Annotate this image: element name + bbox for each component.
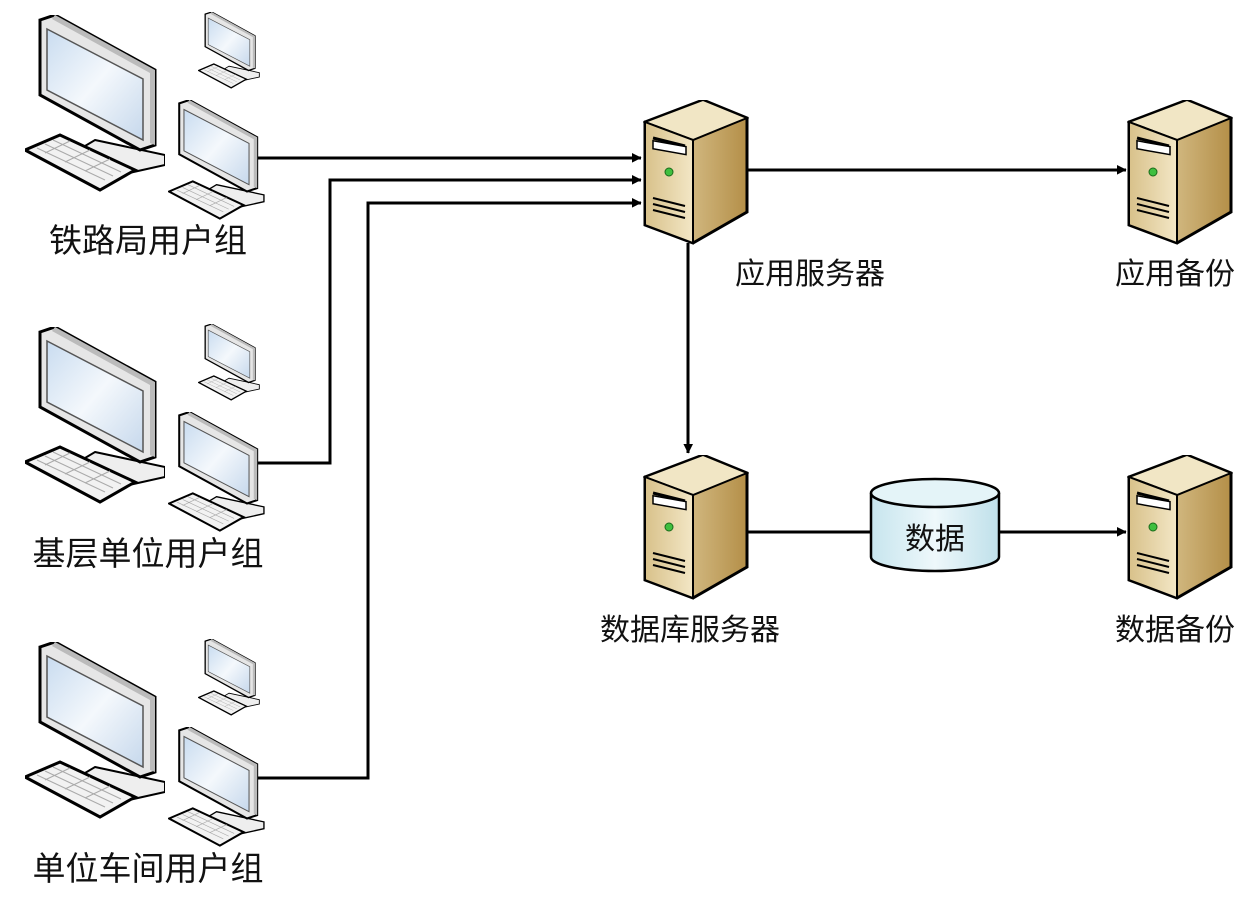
data-store-label: 数据 [905, 522, 965, 557]
server-icon [643, 100, 749, 245]
desktop-computer-icon [168, 100, 265, 220]
user-group-unit-workshop: 单位车间用户组 [25, 639, 265, 888]
server-icon [643, 455, 749, 600]
db-server: 数据库服务器 [600, 455, 780, 648]
desktop-computer-icon [25, 327, 165, 504]
connector-arrow [258, 180, 641, 465]
server-label: 数据库服务器 [600, 613, 780, 648]
database-icon [869, 493, 1001, 573]
connector-arrow [258, 203, 641, 780]
desktop-computer-icon [198, 12, 260, 89]
desktop-computer-icon [198, 639, 260, 716]
desktop-computer-icon [168, 412, 265, 532]
group-label: 单位车间用户组 [33, 849, 264, 888]
group-label: 基层单位用户组 [33, 534, 264, 573]
data-store-cylinder: 数据 [869, 477, 1001, 573]
app-backup-server: 应用备份 [1115, 100, 1235, 292]
desktop-computer-icon [25, 15, 165, 192]
desktop-computer-icon [198, 324, 260, 401]
server-icon [1127, 100, 1233, 245]
desktop-computer-icon [25, 642, 165, 819]
server-label: 应用备份 [1115, 257, 1235, 292]
server-label: 应用服务器 [735, 257, 885, 292]
user-group-railway-bureau: 铁路局用户组 [25, 12, 265, 260]
server-label: 数据备份 [1115, 613, 1235, 648]
app-server: 应用服务器 [643, 100, 885, 292]
group-label: 铁路局用户组 [49, 221, 247, 260]
desktop-computer-icon [168, 727, 265, 847]
data-backup-server: 数据备份 [1115, 455, 1235, 648]
server-icon [1127, 455, 1233, 600]
user-group-grassroots-unit: 基层单位用户组 [25, 324, 265, 573]
